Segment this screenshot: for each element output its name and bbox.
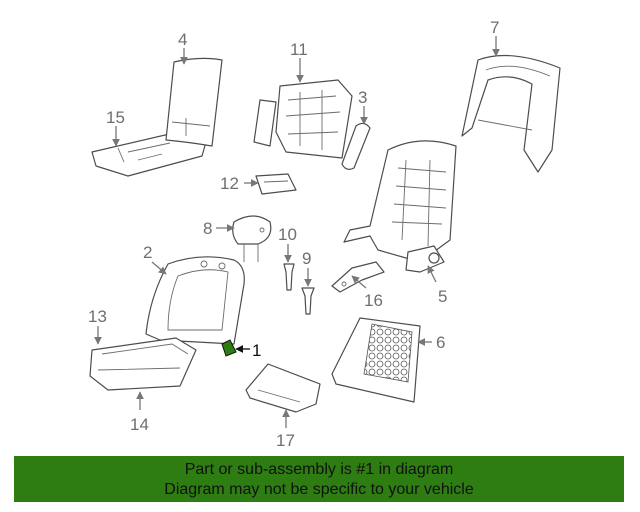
banner-line-2: Diagram may not be specific to your vehi… <box>164 481 474 498</box>
callout-15: 15 <box>106 108 125 127</box>
callout-11: 11 <box>290 40 308 59</box>
part-8-headrest[interactable] <box>232 215 272 262</box>
callout-labels: 1 2 3 4 5 6 7 8 9 10 11 12 13 14 15 16 1… <box>88 18 499 450</box>
callout-16: 16 <box>364 291 383 310</box>
seat-parts-diagram: 1 2 3 4 5 6 7 8 9 10 11 12 13 14 15 16 1… <box>88 18 561 450</box>
callout-2: 2 <box>143 243 152 262</box>
callout-14: 14 <box>130 415 149 434</box>
part-2-seat-back-cover[interactable] <box>145 256 245 345</box>
callout-6: 6 <box>436 333 445 352</box>
callout-7: 7 <box>490 18 499 37</box>
part-12-motor-unit[interactable] <box>255 173 297 195</box>
part-9-guide-lock[interactable] <box>301 287 315 315</box>
callout-3: 3 <box>358 88 367 107</box>
part-4-seat-back-board[interactable] <box>165 57 223 147</box>
callout-9: 9 <box>302 249 311 268</box>
part-13-14-seat-cushion[interactable] <box>89 337 197 391</box>
part-5-seat-frame[interactable] <box>343 140 457 273</box>
part-10-headrest-guide[interactable] <box>283 263 295 291</box>
part-17-lower-tray[interactable] <box>245 363 321 413</box>
part-16-bracket[interactable] <box>331 261 385 293</box>
part-6-mesh-panel[interactable] <box>331 317 421 403</box>
callout-1: 1 <box>252 341 261 360</box>
callout-17: 17 <box>276 431 295 450</box>
part-7-back-frame[interactable] <box>461 54 561 173</box>
callout-12: 12 <box>220 174 239 193</box>
callout-10: 10 <box>278 225 297 244</box>
callout-13: 13 <box>88 307 107 326</box>
callout-4: 4 <box>178 30 187 49</box>
callout-5: 5 <box>438 287 447 306</box>
leader-lines <box>94 36 500 428</box>
callout-8: 8 <box>203 219 212 238</box>
banner-line-1: Part or sub-assembly is #1 in diagram <box>184 461 454 478</box>
part-11-lumbar-support[interactable] <box>253 79 353 159</box>
info-banner: Part or sub-assembly is #1 in diagram Di… <box>14 456 624 502</box>
